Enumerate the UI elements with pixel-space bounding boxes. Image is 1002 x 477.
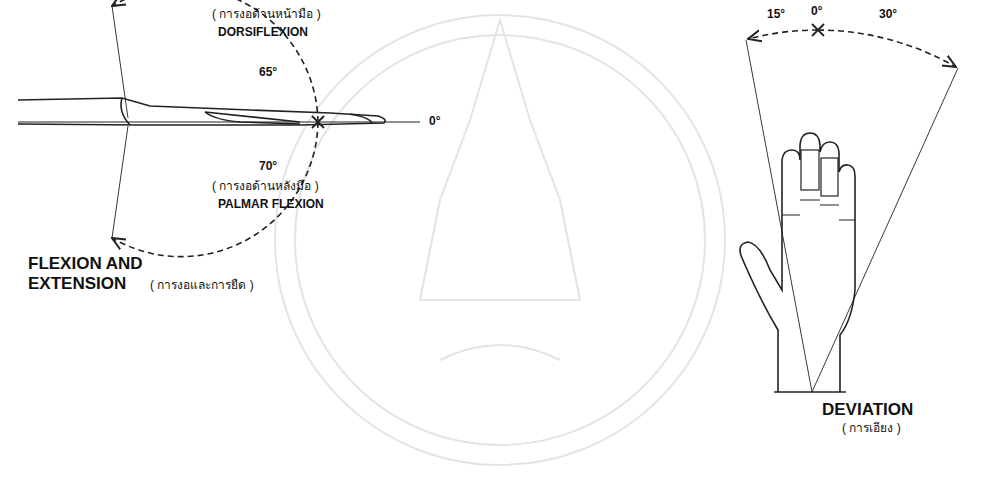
- range-arcs: [112, 0, 324, 257]
- deviation-arcs: [746, 24, 958, 392]
- angle-value: 30°: [878, 8, 898, 22]
- hand-front-view: [740, 133, 855, 392]
- figure-title: DEVIATION: [822, 400, 913, 420]
- angle-value: 65°: [258, 66, 278, 80]
- thai-caption: ( การเอียง ): [842, 422, 901, 436]
- thai-caption: ( การงอและการยืด ): [150, 279, 254, 293]
- motion-name: PALMAR FLEXION: [218, 198, 324, 212]
- angle-value: 70°: [258, 160, 278, 174]
- thai-caption: ( การงอด้านหลังมือ ): [212, 180, 319, 194]
- angle-value: 15°: [766, 8, 786, 22]
- watermark: [275, 15, 725, 465]
- motion-name: DORSIFLEXION: [218, 26, 308, 40]
- hand-side-view: [18, 98, 420, 125]
- angle-value: 0°: [810, 5, 823, 19]
- thai-caption: ( การงอด้านหน้ามือ ): [212, 8, 321, 22]
- angle-value: 0°: [428, 115, 441, 129]
